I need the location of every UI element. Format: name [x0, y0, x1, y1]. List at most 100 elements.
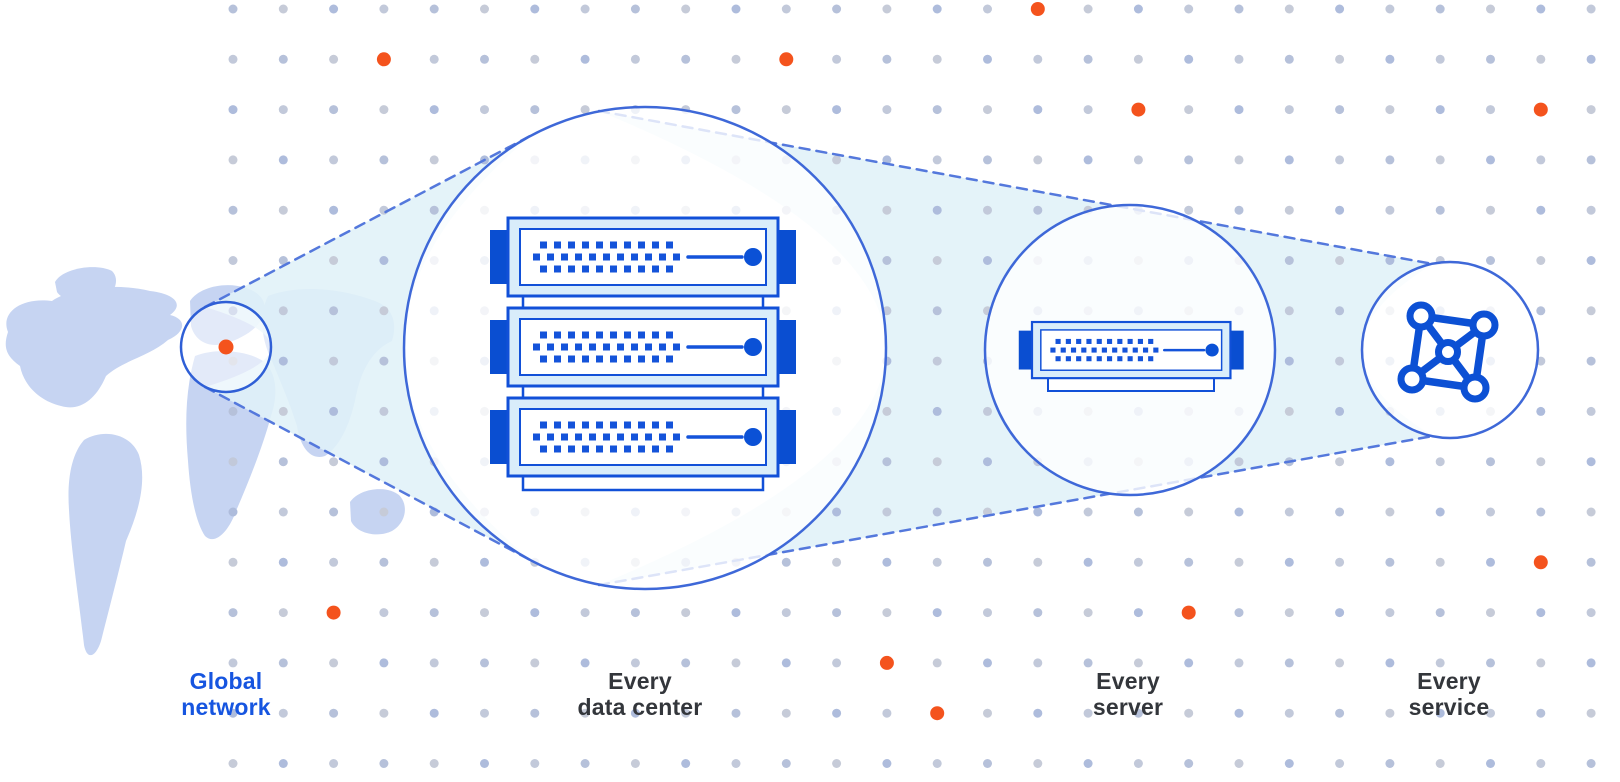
- grid-dot: [1133, 658, 1143, 668]
- grid-dot: [781, 708, 791, 718]
- grid-dot: [530, 708, 540, 718]
- label-line: service: [1408, 694, 1490, 720]
- label-every-data-center: Every data center: [490, 668, 790, 720]
- grid-dot: [1536, 658, 1546, 668]
- location-marker-dot: [218, 339, 234, 355]
- grid-dot: [1133, 708, 1143, 718]
- grid-dot: [1033, 708, 1043, 718]
- grid-dot: [429, 708, 439, 718]
- server-base: [1047, 377, 1215, 392]
- grid-dot: [1033, 507, 1043, 517]
- grid-dot: [379, 256, 389, 265]
- grid-dot: [681, 608, 691, 618]
- grid-dot: [228, 105, 238, 115]
- grid-dot: [228, 759, 238, 768]
- grid-dot: [983, 457, 992, 467]
- grid-dot: [1536, 4, 1546, 14]
- grid-dot: [1486, 708, 1495, 718]
- grid-dot: [781, 4, 791, 14]
- label-every-service: Every service: [1299, 668, 1599, 720]
- label-line: Every: [608, 668, 672, 694]
- map-australia: [350, 489, 405, 535]
- grid-dot: [1586, 356, 1596, 366]
- grid-dot: [1284, 658, 1294, 668]
- grid-dot: [580, 4, 590, 14]
- grid-dot: [1083, 4, 1093, 14]
- grid-dot: [1536, 54, 1546, 64]
- grid-dot: [1184, 4, 1194, 14]
- grid-dot: [1385, 205, 1395, 215]
- grid-dot: [1536, 155, 1546, 165]
- grid-dot: [329, 205, 339, 215]
- grid-dot: [832, 155, 842, 165]
- grid-dot: [228, 256, 238, 265]
- grid-dot: [1586, 406, 1596, 416]
- label-line: data center: [577, 694, 703, 720]
- grid-dot: [1586, 708, 1596, 718]
- grid-dot: [278, 557, 288, 567]
- grid-dot: [278, 4, 288, 14]
- grid-dot: [480, 708, 489, 718]
- grid-dot: [1536, 306, 1546, 316]
- grid-dot: [379, 356, 389, 366]
- grid-dot: [1133, 557, 1143, 567]
- mesh-node: [1469, 310, 1499, 340]
- grid-dot: [480, 54, 489, 64]
- grid-dot: [1234, 155, 1244, 165]
- grid-dot: [1486, 155, 1495, 165]
- grid-dot: [781, 557, 791, 567]
- grid-dot: [580, 658, 590, 668]
- grid-dot: [1234, 4, 1244, 14]
- grid-dot: [1385, 4, 1395, 14]
- grid-dot: [278, 759, 288, 768]
- grid-dot: [1083, 54, 1093, 64]
- grid-dot: [1486, 4, 1495, 14]
- grid-dot: [1133, 507, 1143, 517]
- rack-tray: [521, 294, 765, 310]
- grid-dot: [1335, 155, 1345, 165]
- grid-dot: [1335, 658, 1345, 668]
- grid-dot: [480, 105, 489, 115]
- grid-dot: [1385, 457, 1395, 467]
- grid-dot: [278, 356, 288, 366]
- grid-dot: [530, 54, 540, 64]
- grid-dot: [731, 4, 741, 14]
- grid-dot: [1486, 457, 1495, 467]
- grid-dot: [1184, 155, 1194, 165]
- grid-dot: [580, 54, 590, 64]
- grid-dot: [681, 54, 691, 64]
- mesh-node: [1397, 364, 1427, 394]
- label-line: Global: [189, 668, 263, 694]
- grid-dot: [932, 557, 942, 567]
- grid-dot: [1184, 54, 1194, 64]
- grid-dot: [1335, 205, 1345, 215]
- grid-dot: [1184, 205, 1194, 215]
- grid-dot: [1234, 759, 1244, 768]
- grid-dot: [1385, 507, 1395, 517]
- single-server: [1017, 320, 1245, 392]
- grid-dot: [1486, 608, 1495, 618]
- grid-dot: [1083, 105, 1093, 115]
- grid-dot: [379, 608, 389, 618]
- grid-dot: [1033, 105, 1043, 115]
- grid-dot: [1586, 306, 1596, 316]
- grid-dot: [1335, 356, 1345, 366]
- grid-dot: [1083, 557, 1093, 567]
- grid-dot: [1284, 306, 1294, 316]
- grid-dot-orange: [879, 655, 894, 670]
- grid-dot: [1435, 608, 1445, 618]
- grid-dot: [1335, 759, 1345, 768]
- grid-dot: [882, 105, 892, 115]
- grid-dot: [429, 105, 439, 115]
- grid-dot: [228, 708, 238, 718]
- grid-dot: [329, 406, 339, 416]
- grid-dot: [1083, 708, 1093, 718]
- grid-dot: [530, 4, 540, 14]
- grid-dot: [278, 205, 288, 215]
- grid-dot: [932, 658, 942, 668]
- grid-dot: [1486, 658, 1495, 668]
- grid-dot: [1083, 608, 1093, 618]
- grid-dot: [832, 608, 842, 618]
